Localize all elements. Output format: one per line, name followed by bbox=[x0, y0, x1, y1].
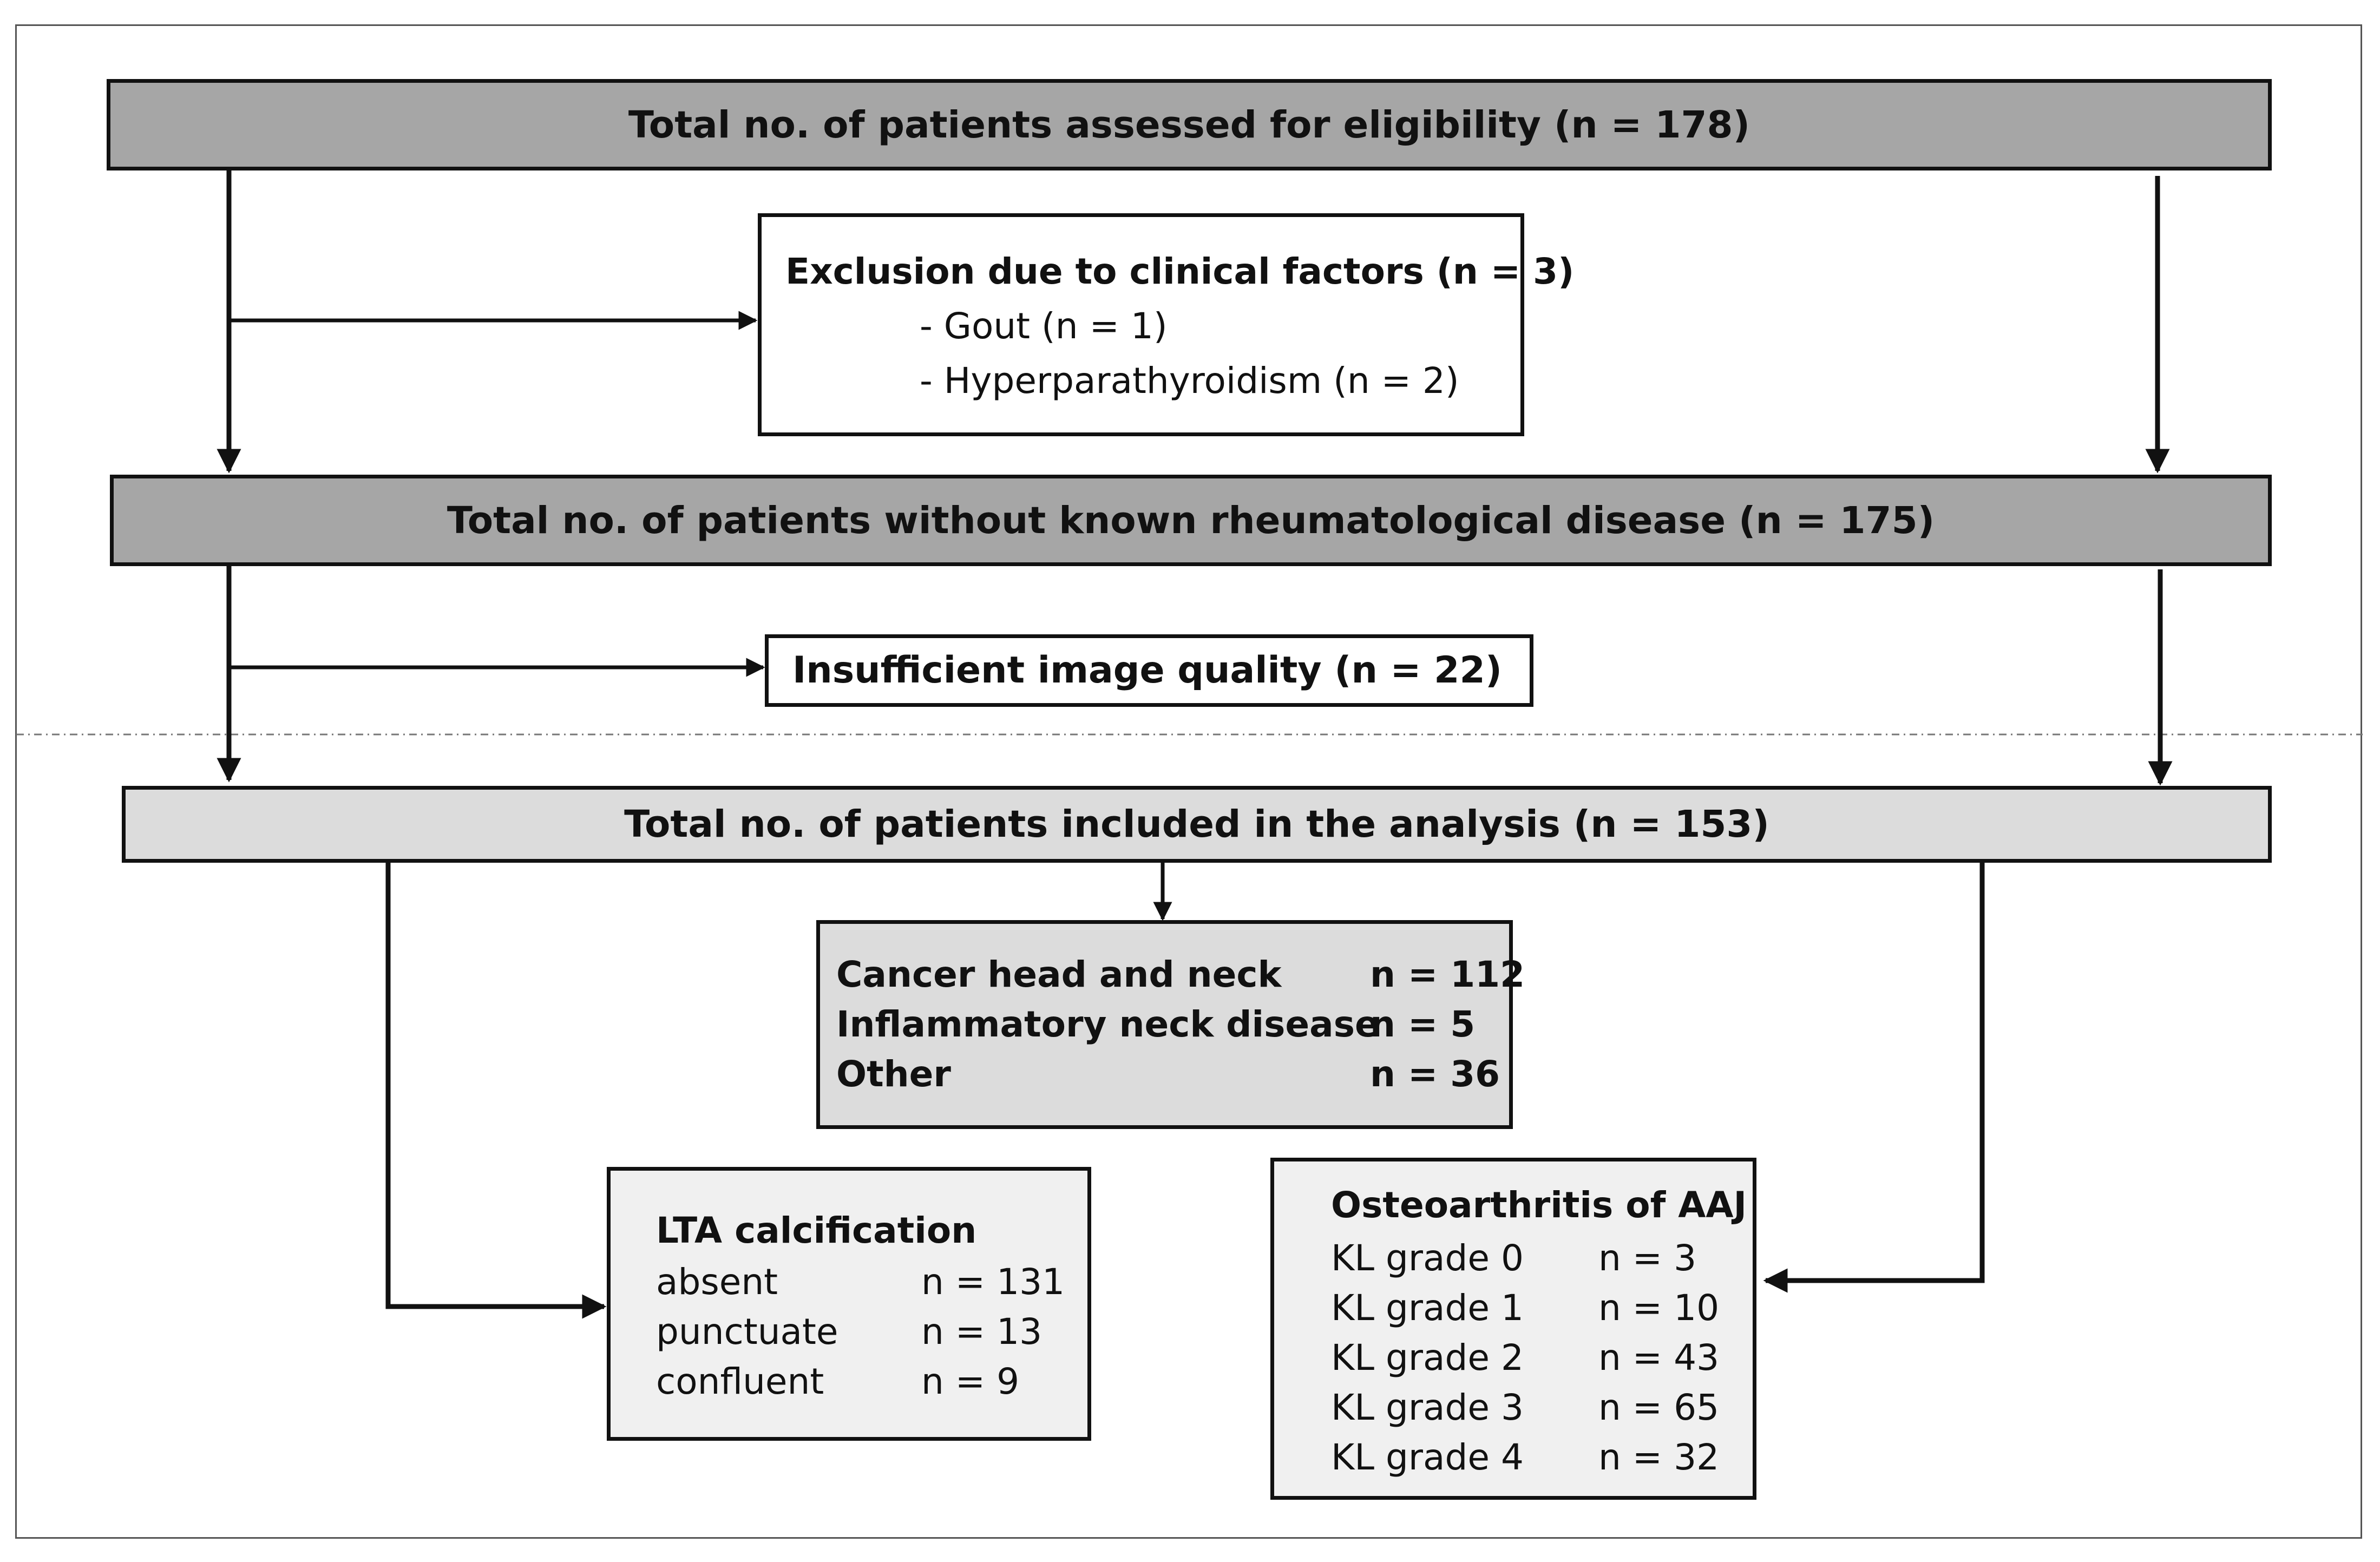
lta-label: absent bbox=[656, 1261, 778, 1303]
oa-label: KL grade 0 bbox=[1331, 1237, 1524, 1279]
included-label: Total no. of patients included in the an… bbox=[624, 803, 1769, 846]
diagnosis-label: Inflammatory neck disease bbox=[836, 1003, 1379, 1045]
diagnosis-label: Cancer head and neck bbox=[836, 954, 1282, 995]
clinical-exclusion-box: Exclusion due to clinical factors (n = 3… bbox=[758, 213, 1574, 436]
oa-row-kl3: KL grade 3 n = 65 bbox=[1331, 1387, 1719, 1436]
arrow-to-lta bbox=[385, 863, 607, 1319]
lta-box: LTA calcification absent n = 131 punctua… bbox=[607, 1167, 1091, 1441]
assessed-label: Total no. of patients assessed for eligi… bbox=[628, 103, 1750, 147]
arrow-to-oa bbox=[1763, 863, 1985, 1293]
oa-label: KL grade 2 bbox=[1331, 1337, 1524, 1379]
lta-row-absent: absent n = 131 bbox=[656, 1261, 1065, 1311]
oa-label: KL grade 3 bbox=[1331, 1387, 1524, 1428]
oa-list: KL grade 0 n = 3 KL grade 1 n = 10 KL gr… bbox=[1331, 1237, 1719, 1486]
oa-row-kl4: KL grade 4 n = 32 bbox=[1331, 1436, 1719, 1486]
diagnosis-box: Cancer head and neck n = 112 Inflammator… bbox=[816, 920, 1525, 1129]
oa-title: Osteoarthritis of AAJ bbox=[1331, 1184, 1747, 1226]
oa-label: KL grade 1 bbox=[1331, 1287, 1524, 1329]
image-quality-label: Insufficient image quality (n = 22) bbox=[792, 649, 1502, 692]
included-box: Total no. of patients included in the an… bbox=[122, 786, 2272, 863]
oa-label: KL grade 4 bbox=[1331, 1436, 1524, 1478]
diagnosis-row-inflammatory: Inflammatory neck disease n = 5 bbox=[836, 1003, 1525, 1053]
diagnosis-value: n = 5 bbox=[1370, 1003, 1476, 1045]
lta-list: absent n = 131 punctuate n = 13 confluen… bbox=[656, 1261, 1065, 1410]
lta-value: n = 9 bbox=[921, 1361, 1020, 1402]
oa-box: Osteoarthritis of AAJ KL grade 0 n = 3 K… bbox=[1270, 1158, 1756, 1500]
diagnosis-list: Cancer head and neck n = 112 Inflammator… bbox=[836, 954, 1525, 1103]
diagnosis-value: n = 36 bbox=[1370, 1053, 1500, 1095]
exclusion-item-hyperparathyroidism: - Hyperparathyroidism (n = 2) bbox=[920, 360, 1459, 402]
lta-value: n = 13 bbox=[921, 1311, 1043, 1353]
without-rheum-box: Total no. of patients without known rheu… bbox=[110, 475, 2272, 566]
oa-value: n = 65 bbox=[1598, 1387, 1720, 1428]
clinical-exclusion-title: Exclusion due to clinical factors (n = 3… bbox=[785, 251, 1575, 292]
lta-row-punctuate: punctuate n = 13 bbox=[656, 1311, 1065, 1361]
lta-label: confluent bbox=[656, 1361, 824, 1402]
oa-value: n = 10 bbox=[1598, 1287, 1720, 1329]
assessed-box: Total no. of patients assessed for eligi… bbox=[107, 79, 2272, 170]
oa-row-kl1: KL grade 1 n = 10 bbox=[1331, 1287, 1719, 1337]
diagnosis-label: Other bbox=[836, 1053, 951, 1095]
diagnosis-row-cancer: Cancer head and neck n = 112 bbox=[836, 954, 1525, 1003]
lta-label: punctuate bbox=[656, 1311, 838, 1353]
oa-value: n = 3 bbox=[1598, 1237, 1697, 1279]
oa-value: n = 32 bbox=[1598, 1436, 1720, 1478]
lta-value: n = 131 bbox=[921, 1261, 1065, 1303]
diagnosis-row-other: Other n = 36 bbox=[836, 1053, 1525, 1103]
image-quality-box: Insufficient image quality (n = 22) bbox=[765, 634, 1533, 707]
oa-value: n = 43 bbox=[1598, 1337, 1720, 1379]
diagnosis-value: n = 112 bbox=[1370, 954, 1525, 995]
exclusion-item-gout: - Gout (n = 1) bbox=[920, 305, 1168, 347]
lta-title: LTA calcification bbox=[656, 1210, 977, 1251]
oa-row-kl2: KL grade 2 n = 43 bbox=[1331, 1337, 1719, 1387]
oa-row-kl0: KL grade 0 n = 3 bbox=[1331, 1237, 1719, 1287]
figure-frame bbox=[15, 24, 2362, 1539]
lta-row-confluent: confluent n = 9 bbox=[656, 1361, 1065, 1410]
without-rheum-label: Total no. of patients without known rheu… bbox=[447, 498, 1935, 542]
